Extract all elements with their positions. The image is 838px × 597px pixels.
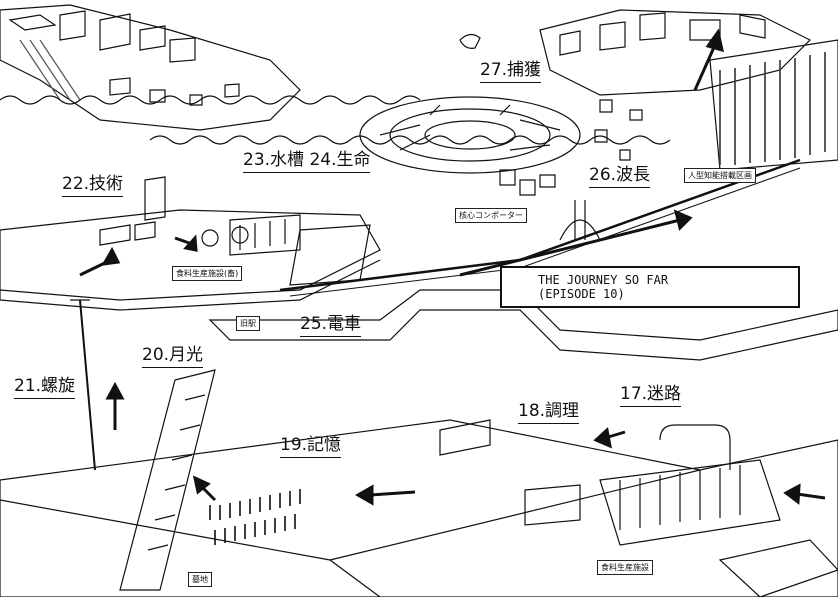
- maze-pipe-complex: [599, 424, 838, 597]
- station-label-27: 27.捕獲: [480, 62, 542, 83]
- label-food-facility: 食料生産施設: [597, 560, 653, 575]
- ai-district-buildings: [709, 39, 838, 171]
- station-label-17: 17.迷路: [620, 386, 682, 407]
- label-old-station: 旧駅: [236, 316, 260, 331]
- title-line-1: THE JOURNEY SO FAR: [538, 272, 669, 287]
- label-graves: 墓地: [188, 572, 212, 587]
- moonlight-tower: [119, 369, 216, 591]
- station-label-22: 22.技術: [62, 176, 124, 197]
- wavy-boundary: [0, 95, 421, 105]
- top-left-city-island: [0, 4, 301, 131]
- capture-ring-structure: [359, 33, 581, 174]
- label-ai-area: 人型知能搭載区画: [684, 168, 756, 183]
- main-deck: [0, 209, 838, 597]
- direction-arrows: [79, 28, 826, 506]
- label-core-eater: 核心コンポーター: [455, 208, 527, 223]
- station-label-21: 21.螺旋: [14, 378, 76, 399]
- title-line-2: (EPISODE 10): [538, 287, 625, 301]
- title-box: THE JOURNEY SO FAR (EPISODE 10): [500, 266, 800, 308]
- station-label-18: 18.調理: [518, 403, 580, 424]
- label-food-plant: 食料生産施設(畜): [172, 266, 243, 281]
- station-label-19: 19.記憶: [280, 437, 342, 458]
- memory-grave-field: [209, 489, 301, 545]
- station-label-26: 26.波長: [589, 167, 651, 188]
- station-label-23-24: 23.水槽 24.生命: [243, 152, 371, 173]
- top-right-city-island: [539, 9, 812, 161]
- tank-life-area: [229, 214, 371, 286]
- spiral-tower: [70, 299, 96, 471]
- station-label-20: 20.月光: [142, 347, 204, 368]
- station-label-25: 25.電車: [300, 316, 362, 337]
- cooking-building: [439, 419, 581, 526]
